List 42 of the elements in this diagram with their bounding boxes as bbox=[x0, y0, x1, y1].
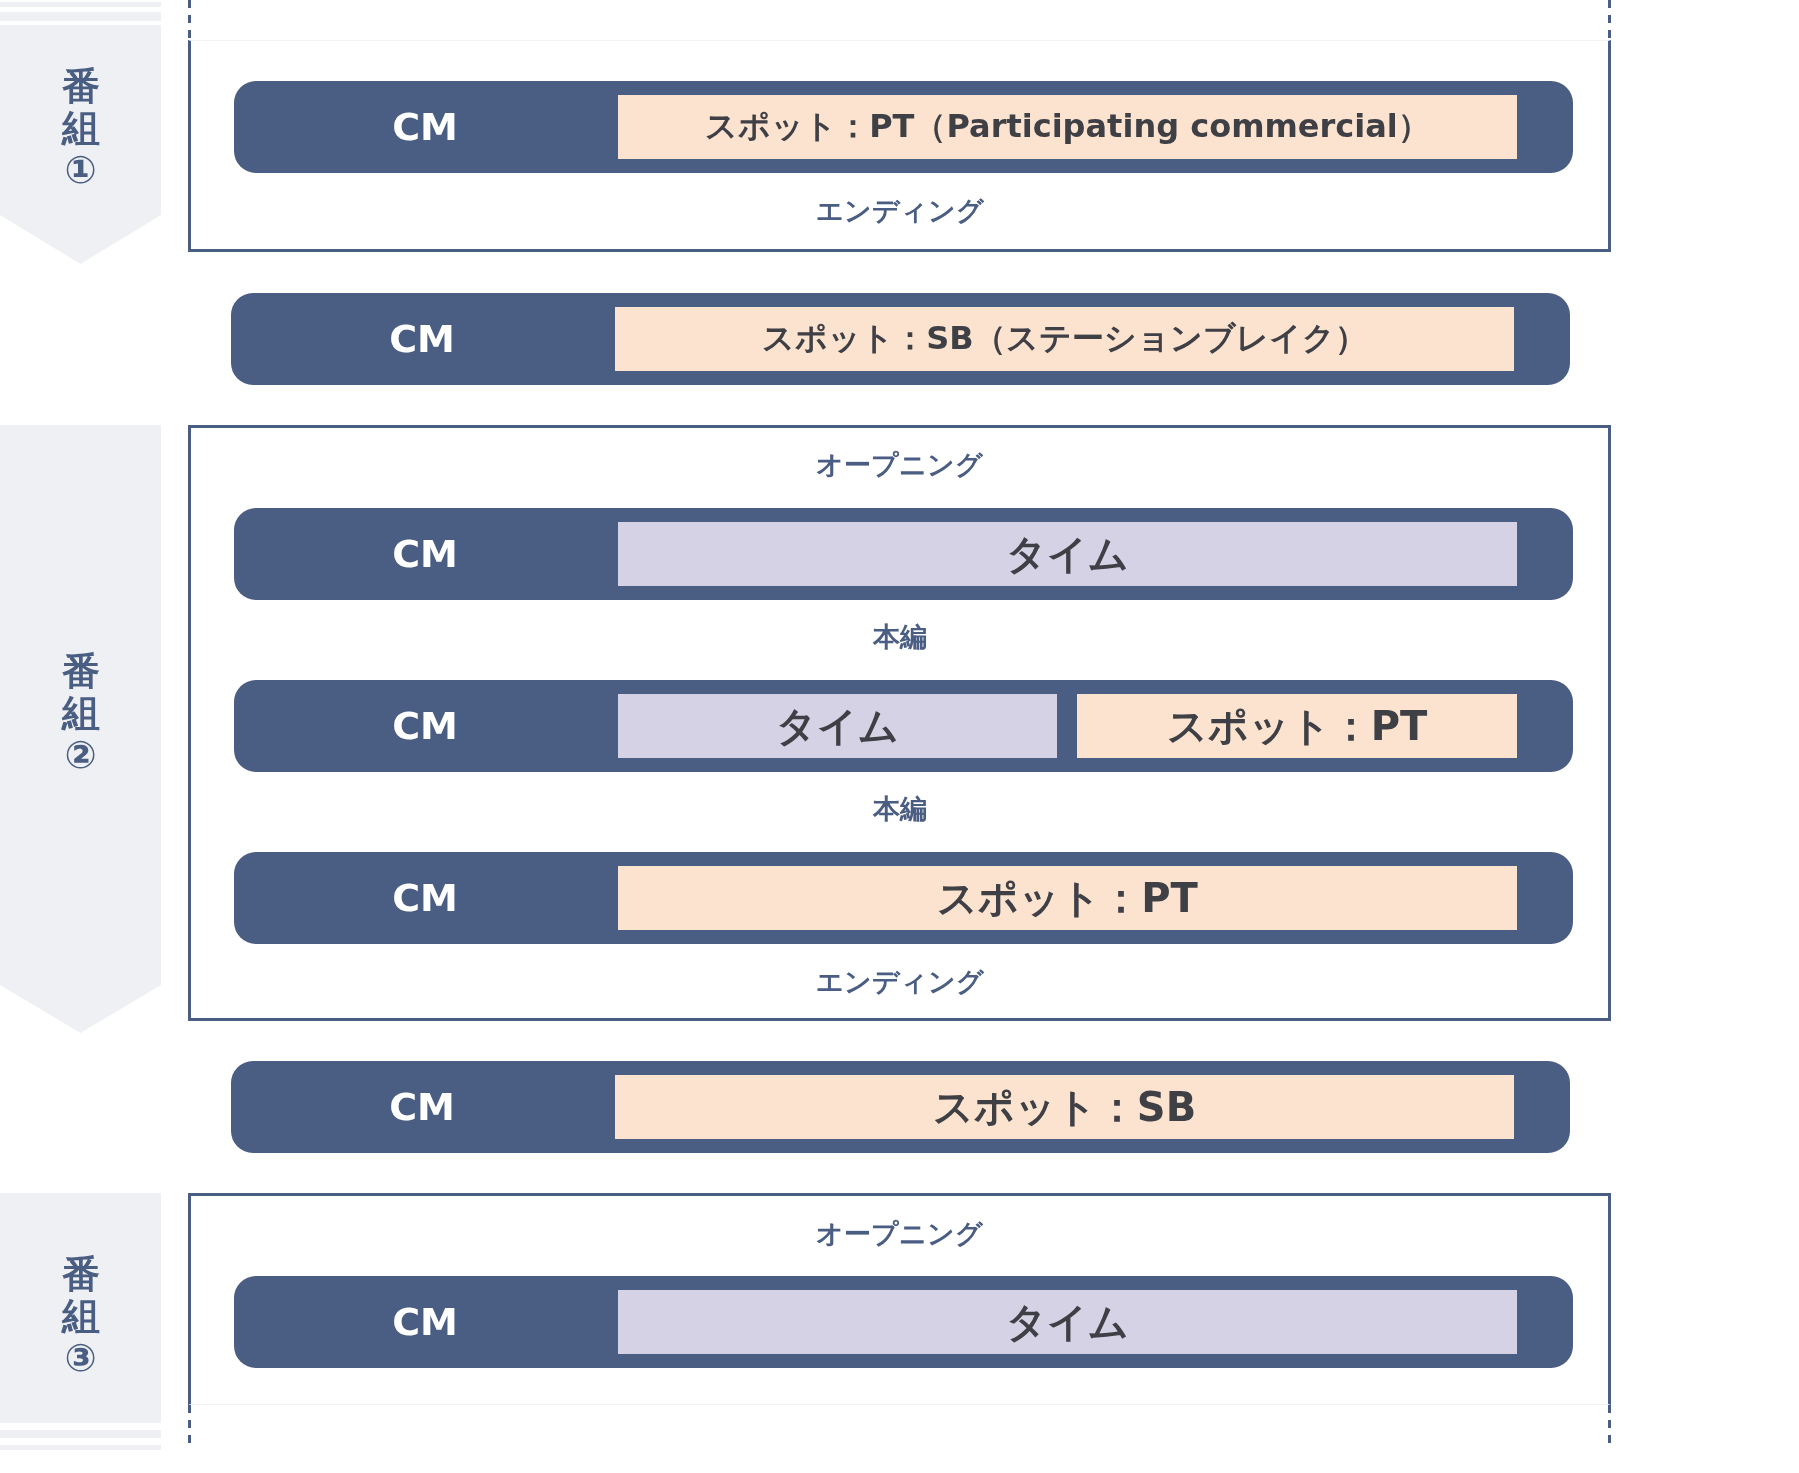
cm-label: CM bbox=[392, 105, 458, 149]
section-label: 本編 bbox=[872, 792, 927, 826]
cm-label: CM bbox=[389, 317, 455, 361]
cm-label: CM bbox=[392, 704, 458, 748]
time-slot bbox=[618, 694, 1057, 758]
spot-slot bbox=[615, 307, 1514, 371]
spot-slot bbox=[1077, 694, 1517, 758]
time-slot bbox=[618, 1290, 1517, 1354]
slot-label: スポット：SB（ステーションブレイク） bbox=[762, 318, 1367, 359]
time-slot bbox=[618, 522, 1517, 586]
spot-slot bbox=[615, 1075, 1514, 1139]
slot-label: スポット：PT bbox=[1166, 701, 1428, 751]
cm-bar bbox=[234, 508, 1573, 600]
spot-slot bbox=[618, 95, 1517, 159]
slot-label: タイム bbox=[776, 701, 899, 751]
slot-label: スポット：PT bbox=[937, 873, 1198, 923]
program-frame bbox=[188, 40, 1611, 252]
cm-bar bbox=[231, 1061, 1570, 1153]
cm-label: CM bbox=[392, 876, 458, 920]
program-label: 番組③ bbox=[61, 1254, 100, 1380]
spot-slot bbox=[618, 866, 1517, 930]
section-label: 本編 bbox=[872, 620, 927, 654]
program-frame bbox=[188, 425, 1611, 1021]
cm-bar bbox=[234, 81, 1573, 173]
cm-label: CM bbox=[392, 1300, 458, 1344]
section-label: エンディング bbox=[815, 194, 984, 228]
cm-label: CM bbox=[389, 1085, 455, 1129]
cm-bar bbox=[231, 293, 1570, 385]
section-label: オープニング bbox=[816, 1217, 983, 1251]
cm-bar bbox=[234, 680, 1573, 772]
slot-label: スポット：SB bbox=[932, 1082, 1197, 1132]
cm-bar bbox=[234, 852, 1573, 944]
program-frame bbox=[188, 1193, 1611, 1405]
cm-bar bbox=[234, 1276, 1573, 1368]
slot-label: スポット：PT（Participating commercial） bbox=[705, 106, 1430, 147]
cm-label: CM bbox=[392, 532, 458, 576]
section-label: オープニング bbox=[816, 448, 983, 482]
program-label: 番組① bbox=[61, 66, 100, 192]
section-label: エンディング bbox=[815, 965, 984, 999]
slot-label: タイム bbox=[1006, 1297, 1129, 1347]
program-label: 番組② bbox=[61, 651, 100, 777]
slot-label: タイム bbox=[1006, 529, 1129, 579]
